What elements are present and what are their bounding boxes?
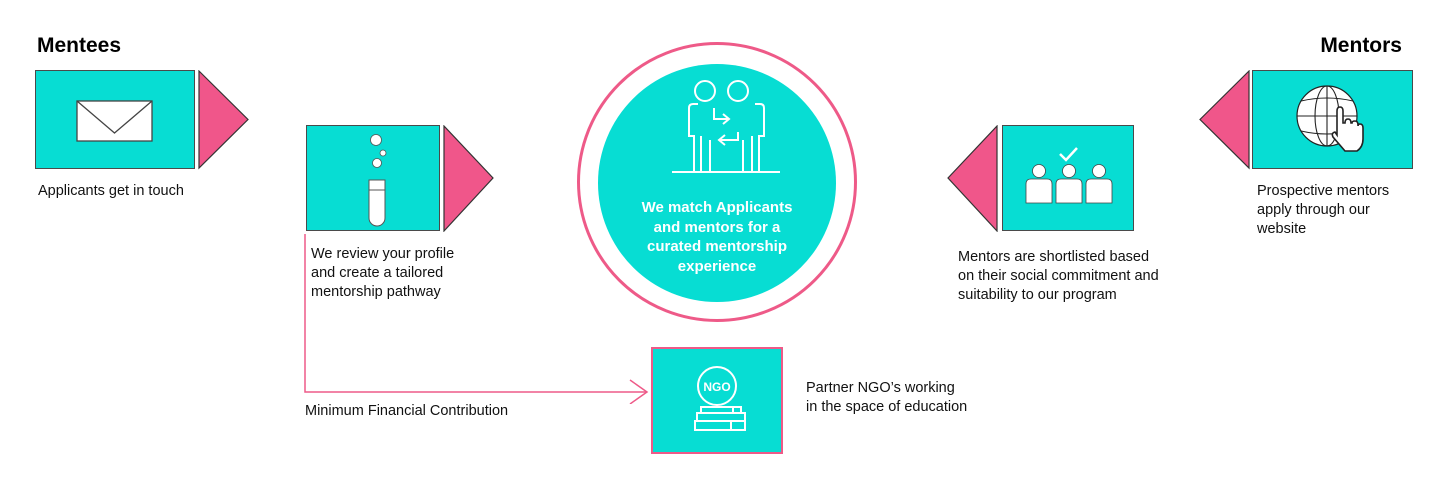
prospective-step-box: [1252, 70, 1413, 169]
financial-contribution-label: Minimum Financial Contribution: [305, 403, 509, 419]
match-text-line: We match Applicants: [641, 199, 793, 216]
people-exchange-icon: [672, 80, 780, 173]
arrow-left-icon: [947, 125, 998, 232]
match-text-line: experience: [677, 257, 757, 275]
match-text-line: curated mentorship: [646, 238, 788, 255]
shortlist-step-box: [1002, 125, 1134, 231]
review-caption-line: and create a tailored: [311, 265, 444, 281]
review-step-box: [306, 125, 440, 231]
ngo-icon-label: NGO: [703, 380, 730, 394]
ngo-books-icon: NGO: [694, 366, 746, 431]
prospective-caption-line: website: [1257, 221, 1307, 237]
arrow-right-icon: [443, 125, 494, 232]
ngo-box: NGO: [651, 347, 783, 454]
mentees-heading: Mentees: [37, 34, 122, 57]
shortlist-caption-line: on their social commitment and: [958, 268, 1159, 284]
shortlist-caption: Mentors are shortlisted based on their s…: [958, 248, 1159, 305]
ngo-caption-line: Partner NGO’s working: [806, 380, 955, 396]
envelope-icon: [76, 100, 153, 142]
applicants-caption: Applicants get in touch: [38, 183, 184, 199]
review-caption: We review your profile and create a tail…: [311, 245, 454, 302]
financial-contribution-connector: [304, 234, 649, 404]
prospective-caption-line: Prospective mentors: [1257, 183, 1390, 199]
arrow-right-icon: [198, 70, 249, 170]
shortlist-caption-line: suitability to our program: [958, 287, 1117, 303]
match-text-line: and mentors for a: [653, 218, 781, 236]
review-caption-line: mentorship pathway: [311, 284, 441, 300]
prospective-caption-line: apply through our: [1257, 202, 1370, 218]
applicants-step-box: [35, 70, 195, 169]
mentors-heading: Mentors: [1320, 34, 1402, 57]
match-text: We match Applicants and mentors for a cu…: [598, 198, 836, 276]
prospective-caption: Prospective mentors apply through our we…: [1257, 182, 1389, 239]
review-caption-line: We review your profile: [311, 246, 455, 262]
test-tube-icon: [368, 134, 387, 227]
ngo-caption-line: in the space of education: [806, 399, 968, 415]
arrow-left-icon: [1199, 70, 1250, 170]
match-circle: We match Applicants and mentors for a cu…: [598, 64, 836, 302]
shortlisted-people-icon: [1025, 147, 1113, 204]
globe-click-icon: [1296, 85, 1364, 152]
shortlist-caption-line: Mentors are shortlisted based: [958, 249, 1150, 265]
ngo-caption: Partner NGO’s working in the space of ed…: [806, 379, 967, 417]
